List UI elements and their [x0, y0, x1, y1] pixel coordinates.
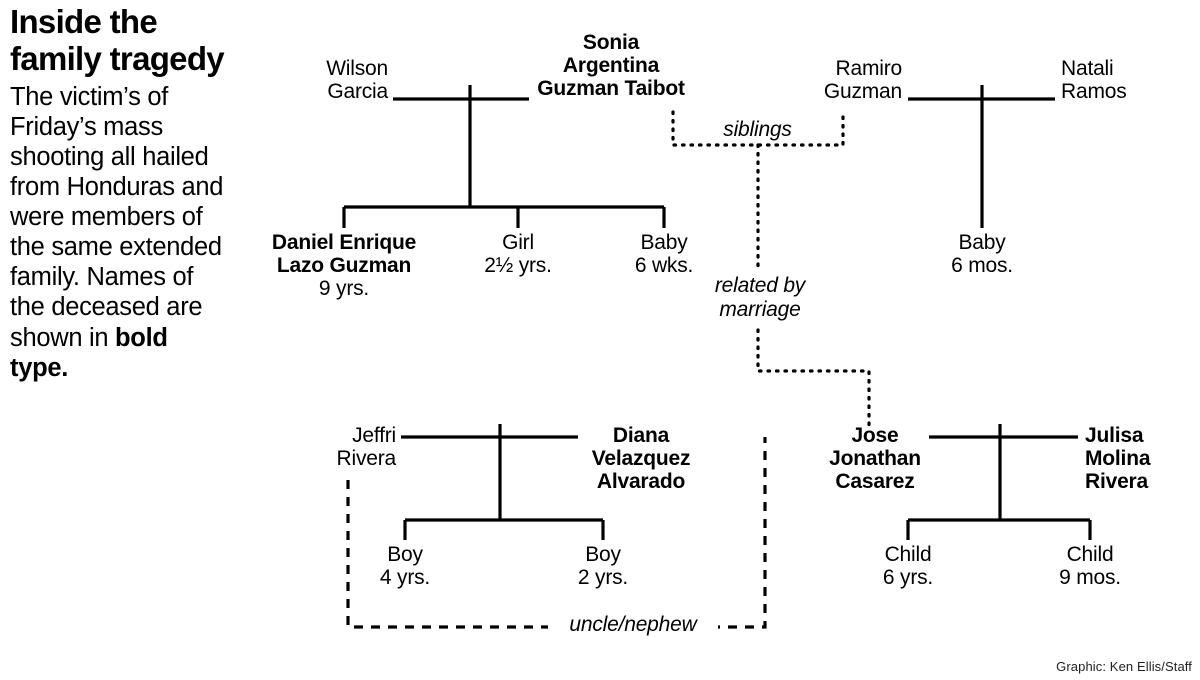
- person-age: 9 yrs.: [318, 277, 370, 301]
- relationship-label-siblings: siblings: [700, 118, 815, 142]
- person-node-natali: Natali Ramos: [1061, 57, 1191, 103]
- person-node-ramiro: Ramiro Guzman: [750, 57, 902, 103]
- graphic-credit: Graphic: Ken Ellis/Staff: [1056, 659, 1192, 674]
- person-name: Jeffri Rivera: [336, 424, 397, 471]
- related-by-marriage-connector-lower: [756, 328, 871, 432]
- person-node-julisa: Julisa Molina Rivera: [1085, 424, 1200, 493]
- person-node-jeffri: Jeffri Rivera: [258, 424, 397, 471]
- person-age: 6 wks.: [634, 254, 694, 278]
- relationship-label-uncle-nephew: uncle/nephew: [548, 613, 718, 637]
- person-name: Girl: [502, 231, 534, 254]
- person-name: Julisa Molina Rivera: [1085, 424, 1151, 494]
- person-name: Child: [884, 543, 932, 566]
- deck-text: The victim’s of Friday’s mass shooting a…: [10, 82, 228, 383]
- person-name: Wilson Garcia: [326, 57, 388, 104]
- person-age: 4 yrs.: [379, 566, 431, 590]
- person-age: 9 mos.: [1059, 566, 1121, 590]
- editorial-text-column: Inside the family tragedy The victim’s o…: [10, 3, 228, 383]
- person-age: 6 mos.: [951, 254, 1013, 278]
- person-name: Sonia Argentina Guzman Taibot: [537, 31, 685, 101]
- person-node-boy-2yrs: Boy 2 yrs.: [543, 543, 663, 589]
- person-name: Natali Ramos: [1061, 57, 1127, 104]
- person-node-boy-4yrs: Boy 4 yrs.: [345, 543, 465, 589]
- person-node-diana: Diana Velazquez Alvarado: [556, 424, 726, 493]
- person-node-daniel: Daniel Enrique Lazo Guzman 9 yrs.: [244, 231, 444, 300]
- person-node-girl: Girl 2½ yrs.: [448, 231, 588, 277]
- person-node-child-9mos: Child 9 mos.: [1026, 543, 1154, 589]
- person-name: Child: [1066, 543, 1114, 566]
- person-name: Baby: [640, 231, 688, 254]
- person-node-baby-6mos: Baby 6 mos.: [917, 231, 1047, 277]
- person-name: Diana Velazquez Alvarado: [591, 424, 691, 494]
- person-name: Boy: [585, 543, 621, 566]
- page-title: Inside the family tragedy: [10, 3, 225, 77]
- deck-regular-text: The victim’s of Friday’s mass shooting a…: [10, 82, 224, 352]
- person-name: Jose Jonathan Casarez: [829, 424, 921, 494]
- relationship-label-related-by-marriage: related by marriage: [690, 274, 830, 322]
- deck-bold-text: bold type.: [10, 323, 168, 382]
- person-age: 2½ yrs.: [484, 254, 552, 278]
- uncle-nephew-connector: [346, 437, 767, 629]
- person-node-baby-6wks: Baby 6 wks.: [599, 231, 729, 277]
- person-node-child-6yrs: Child 6 yrs.: [845, 543, 971, 589]
- person-node-sonia: Sonia Argentina Guzman Taibot: [466, 31, 756, 100]
- person-age: 6 yrs.: [882, 566, 934, 590]
- person-name: Boy: [387, 543, 423, 566]
- person-age: 2 yrs.: [577, 566, 629, 590]
- person-name: Baby: [958, 231, 1006, 254]
- person-name: Daniel Enrique Lazo Guzman: [271, 231, 417, 278]
- person-node-wilson: Wilson Garcia: [238, 57, 388, 103]
- person-node-jose: Jose Jonathan Casarez: [790, 424, 960, 493]
- person-name: Ramiro Guzman: [823, 57, 902, 104]
